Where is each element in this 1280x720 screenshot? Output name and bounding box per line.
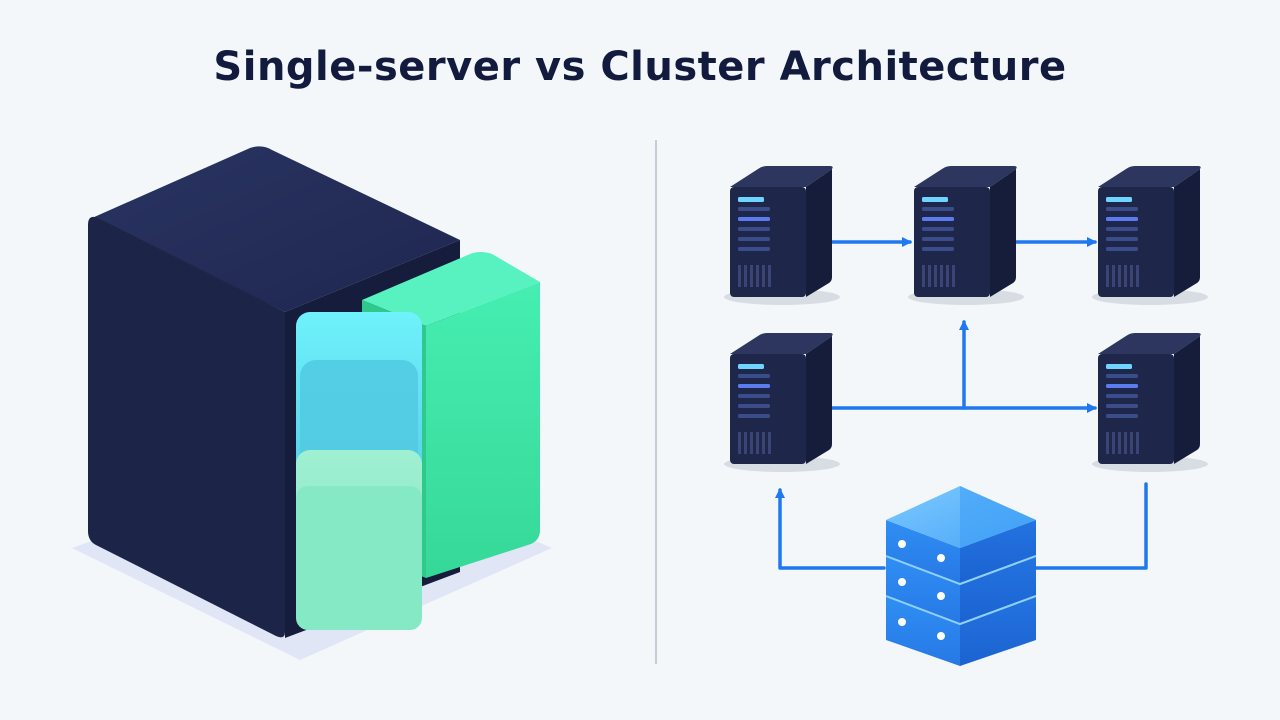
cluster-connectors [775, 237, 1148, 570]
page-title: Single-server vs Cluster Architecture [213, 44, 1067, 90]
mint-module [296, 450, 422, 630]
server-rack-3 [1092, 166, 1208, 305]
cluster [724, 166, 1208, 666]
storage-stack [885, 486, 1037, 666]
single-server [72, 146, 552, 660]
server-rack-5 [1092, 333, 1208, 472]
server-rack-4 [724, 333, 840, 472]
server-rack-1 [724, 166, 840, 305]
server-rack-2 [908, 166, 1024, 305]
